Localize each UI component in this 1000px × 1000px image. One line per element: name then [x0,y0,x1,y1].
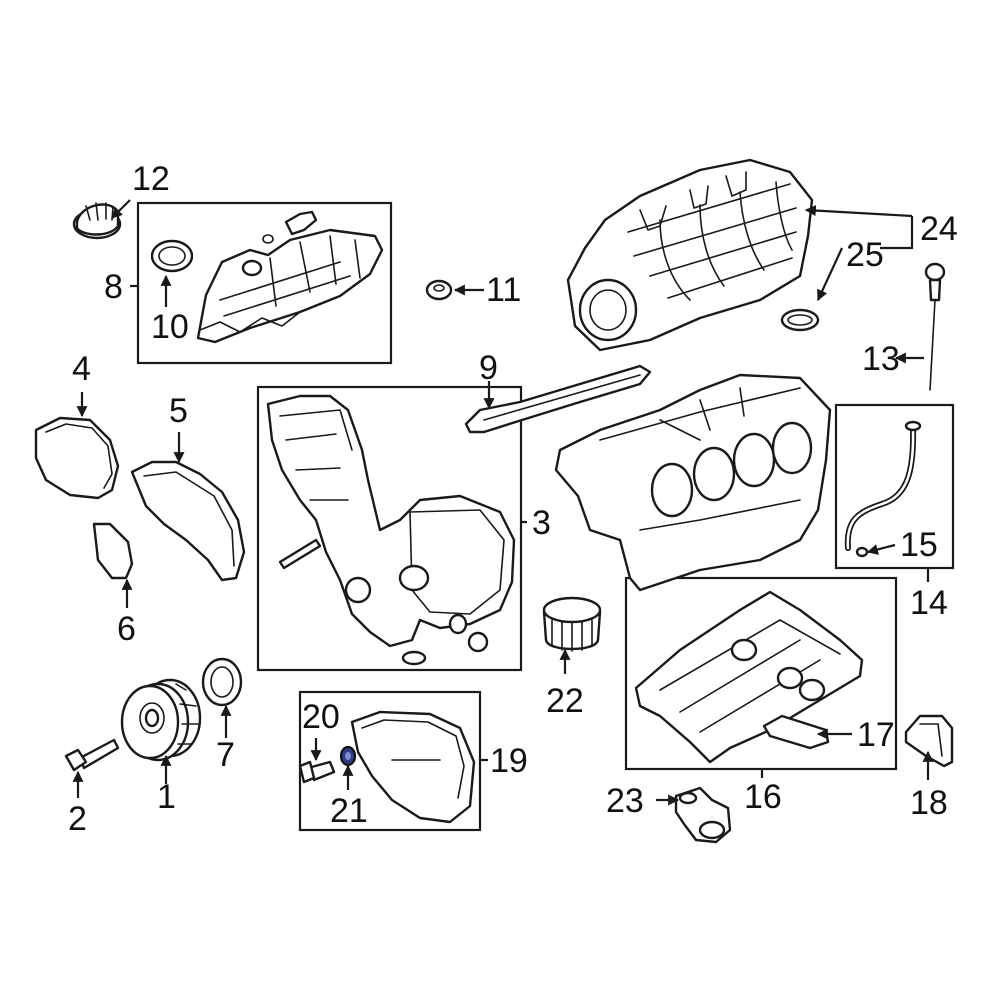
callout-22: 22 [546,682,584,720]
callout-16: 16 [744,778,782,816]
group-box-14 [834,403,955,570]
dipstick-tube-icon[interactable] [844,420,922,551]
callout-9: 9 [479,349,498,387]
valve-cover-icon[interactable] [196,228,384,344]
crankshaft-pulley-icon[interactable] [120,678,202,762]
callout-6: 6 [117,610,136,648]
callout-5: 5 [169,392,188,430]
dipstick-icon[interactable] [924,262,946,391]
callout-3: 3 [532,504,551,542]
callout-21: 21 [330,792,368,830]
callout-7: 7 [216,736,235,774]
grommet-icon[interactable] [425,279,453,301]
drain-plug-washer-icon[interactable] [339,745,357,767]
oil-pickup-icon[interactable] [674,786,732,844]
callout-10: 10 [151,308,189,346]
cover-gasket-icon[interactable] [130,460,246,582]
callout-8: 8 [104,268,123,306]
intake-manifold-icon[interactable] [566,158,814,352]
bracket-icon[interactable] [904,714,954,768]
callout-2: 2 [68,800,87,838]
valve-cover-seal-icon[interactable] [150,239,194,273]
leader-lines [72,199,934,806]
callout-25: 25 [846,236,884,274]
bolt-icon[interactable] [64,738,120,772]
front-cover-assembly-icon[interactable] [266,394,516,666]
timing-cover-icon[interactable] [34,416,120,500]
o-ring-icon[interactable] [855,546,869,558]
oil-pan-upper-icon[interactable] [634,590,864,764]
oil-pan-lower-icon[interactable] [350,710,476,824]
callout-14: 14 [910,584,948,622]
callout-12: 12 [132,160,170,198]
callout-13: 13 [862,340,900,378]
callout-24: 24 [920,210,958,248]
baffle-plate-icon[interactable] [762,714,830,750]
callout-4: 4 [72,350,91,388]
callout-labels: 12 8 10 11 24 25 13 9 4 5 3 15 14 6 22 2… [68,160,958,838]
small-gasket-icon[interactable] [92,522,134,580]
manifold-gasket-icon[interactable] [780,308,820,332]
callout-17: 17 [857,716,895,754]
gasket-strip-icon[interactable] [464,364,652,434]
oil-filler-cap-icon[interactable] [72,202,122,240]
group-box-3 [256,385,523,672]
valve-cover-sensor-icon[interactable] [262,210,318,244]
callout-11: 11 [486,271,521,309]
callout-20: 20 [302,698,340,736]
callout-23: 23 [606,782,644,820]
callout-1: 1 [157,778,176,816]
group-box-8 [136,201,393,365]
engine-block-icon[interactable] [554,373,832,592]
callout-15: 15 [900,526,938,564]
oil-filter-icon[interactable] [542,596,602,652]
callout-19: 19 [490,742,528,780]
front-seal-icon[interactable] [201,657,243,707]
drain-plug-icon[interactable] [298,760,336,784]
callout-18: 18 [910,784,948,822]
